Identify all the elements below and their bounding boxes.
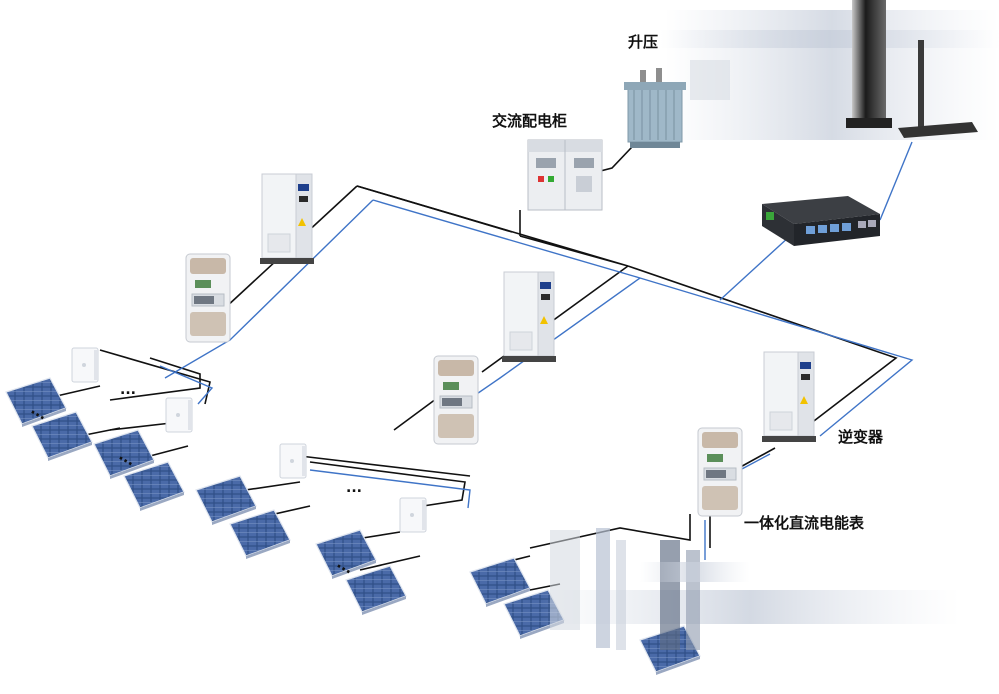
inverter-2 — [501, 271, 557, 363]
network-switch — [762, 196, 880, 246]
label-ac-cabinet: 交流配电柜 — [492, 112, 567, 130]
dc-meter-2 — [433, 355, 479, 445]
dc-meter-1 — [185, 253, 231, 343]
label-inverter: 逆变器 — [838, 428, 884, 446]
solar-panel — [229, 509, 291, 560]
ac-distribution-cabinet — [527, 139, 603, 211]
solar-panel — [345, 565, 407, 616]
inverter-3 — [761, 351, 817, 443]
dc-meter-3 — [697, 427, 743, 517]
junction-box — [399, 497, 427, 533]
ellipsis-left-lower: ... — [28, 402, 50, 424]
blurred-region — [540, 528, 960, 650]
solar-panel — [195, 475, 257, 526]
label-dc-meter: 一体化直流电能表 — [744, 514, 865, 532]
ellipsis-mid-lower: ... — [334, 556, 356, 578]
ellipsis-mid-upper: ... — [346, 480, 362, 496]
step-up-transformer — [624, 68, 686, 148]
pv-array — [5, 377, 701, 676]
label-step-up: 升压 — [628, 33, 658, 51]
ellipsis-mid-panels: ... — [116, 448, 138, 470]
monitoring-workstation — [660, 0, 999, 140]
junction-box — [71, 347, 99, 383]
inverter-1 — [259, 173, 315, 265]
junction-box — [279, 443, 307, 479]
ellipsis-left-upper: ... — [120, 382, 136, 398]
junction-box — [165, 397, 193, 433]
